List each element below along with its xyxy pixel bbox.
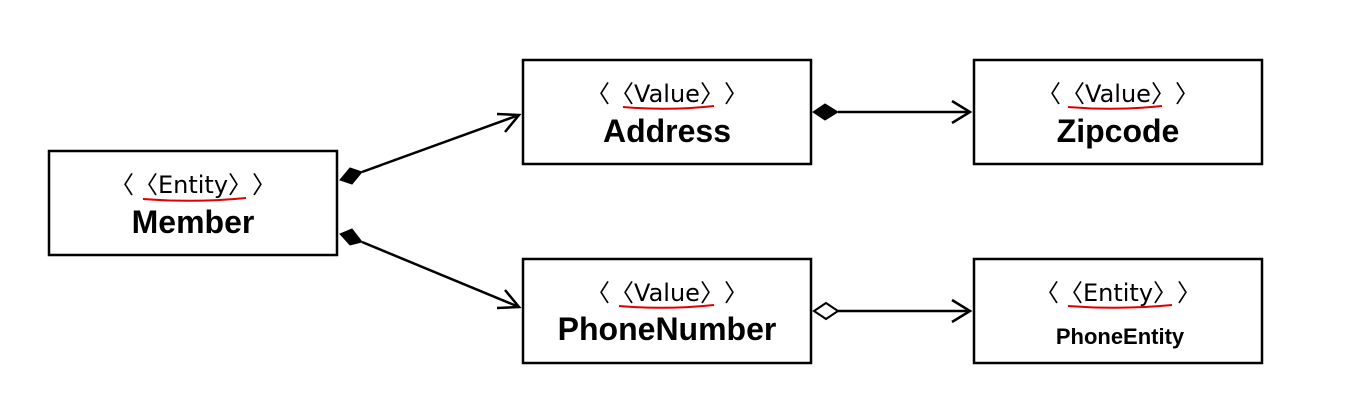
class-name: Zipcode [1057, 113, 1180, 149]
spell-underline [1067, 105, 1163, 110]
stereotype-label: 〈〈Entity〉〉 [110, 171, 276, 199]
class-member: 〈〈Entity〉〉 Member [47, 149, 339, 257]
open-arrow-head [496, 112, 522, 133]
edge-address-zipcode [812, 99, 973, 125]
open-arrow-head [951, 298, 973, 324]
class-name: Address [603, 113, 731, 149]
class-zipcode: 〈〈Value〉〉 Zipcode [972, 58, 1264, 166]
edge-phonenumber-phoneentity [812, 298, 973, 324]
composition-diamond [339, 228, 363, 246]
class-phoneentity: 〈〈Entity〉〉 PhoneEntity [972, 257, 1264, 365]
stereotype-label: 〈〈Entity〉〉 [1035, 279, 1201, 307]
open-arrow-head [951, 99, 973, 125]
class-phonenumber: 〈〈Value〉〉 PhoneNumber [521, 257, 813, 365]
class-address: 〈〈Value〉〉 Address [521, 58, 813, 166]
spell-underline [1067, 304, 1173, 309]
composition-diamond [339, 167, 363, 185]
open-arrow-head [496, 289, 522, 310]
edge-member-phonenumber [339, 228, 522, 310]
spell-underline [142, 197, 247, 202]
stereotype-label: 〈〈Value〉〉 [1037, 80, 1199, 108]
stereotype-label: 〈〈Value〉〉 [586, 279, 748, 307]
spell-underline [618, 304, 715, 309]
aggregation-diamond [812, 301, 840, 321]
edge-member-address [339, 112, 522, 185]
class-name: PhoneEntity [1056, 324, 1185, 349]
class-name: PhoneNumber [558, 311, 777, 347]
composition-diamond [812, 103, 839, 121]
spell-underline [622, 105, 715, 110]
class-name: Member [132, 204, 255, 240]
stereotype-label: 〈〈Value〉〉 [586, 80, 748, 108]
